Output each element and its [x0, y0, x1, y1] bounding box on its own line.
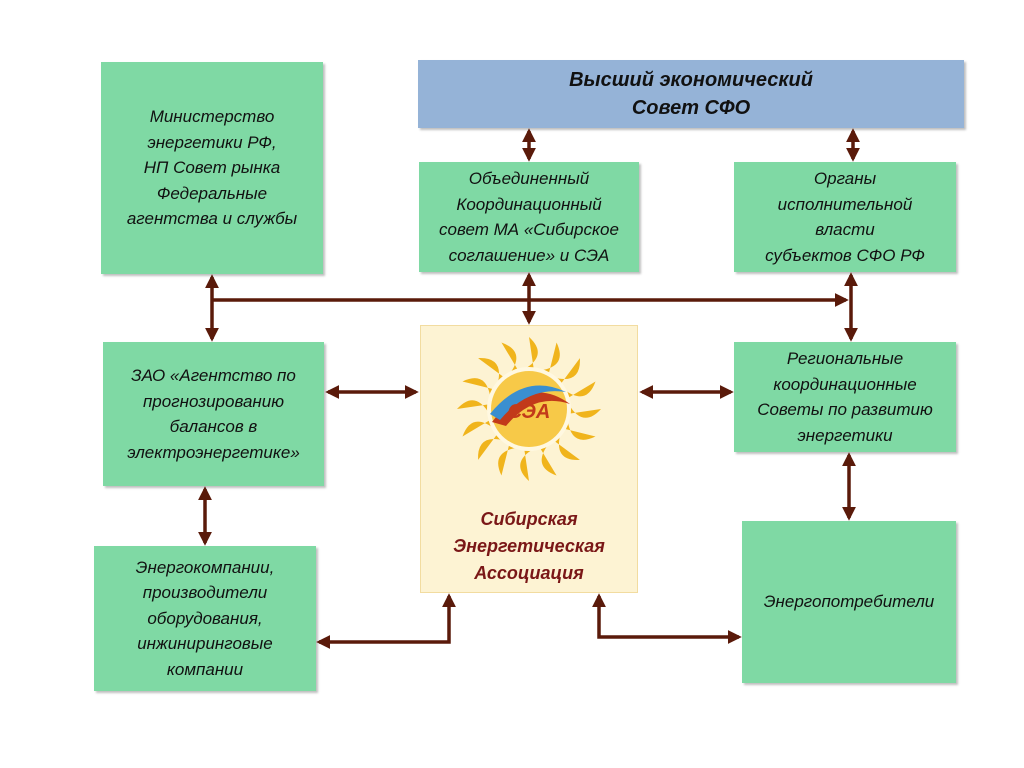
- sun-ray: [498, 443, 519, 476]
- ministry-label: Министерство энергетики РФ, НП Совет рын…: [126, 107, 298, 229]
- executive-bodies-box: Органы исполнительной власти субъектов С…: [734, 162, 956, 272]
- sun-ray: [553, 433, 580, 460]
- arrow-center-consumers: [592, 593, 742, 644]
- coordination-council-label: Объединенный Координационный совет МА «С…: [439, 169, 619, 265]
- energy-companies-label: Энергокомпании, производители оборудован…: [135, 557, 275, 679]
- sun-ray: [520, 448, 534, 481]
- sun-ray: [478, 358, 505, 385]
- sun-ray: [462, 378, 495, 399]
- sun-ray: [478, 433, 505, 460]
- association-name: Сибирская Энергетическая Ассоциация: [453, 509, 605, 583]
- supreme-economic-council-label: Высший экономический Совет СФО: [569, 69, 813, 119]
- arrow-companies-center: [316, 593, 456, 649]
- energy-companies-box: Энергокомпании, производители оборудован…: [94, 546, 316, 691]
- sun-logo-icon: СЭА: [457, 337, 601, 481]
- regional-councils-label: Региональные координационные Советы по р…: [757, 349, 933, 445]
- sun-ray: [524, 337, 538, 370]
- siberian-energy-association-box: СЭА Сибирская Энергетическая Ассоциация: [420, 325, 638, 593]
- executive-bodies-label: Органы исполнительной власти субъектов С…: [765, 169, 925, 265]
- regional-councils-box: Региональные координационные Советы по р…: [734, 342, 956, 452]
- coordination-council-box: Объединенный Координационный совет МА «С…: [419, 162, 639, 272]
- sea-logo-text: СЭА: [508, 401, 551, 423]
- supreme-economic-council-box: Высший экономический Совет СФО: [418, 60, 964, 128]
- sun-ray: [539, 342, 560, 375]
- energy-consumers-box: Энергопотребители: [742, 521, 956, 683]
- sun-ray: [568, 404, 601, 418]
- sun-ray: [553, 358, 580, 385]
- sun-ray: [457, 400, 490, 414]
- forecasting-agency-label: ЗАО «Агентство по прогнозированию баланс…: [127, 366, 300, 462]
- ministry-box: Министерство энергетики РФ, НП Совет рын…: [101, 62, 323, 274]
- sun-ray: [563, 419, 596, 440]
- energy-consumers-label: Энергопотребители: [763, 592, 935, 612]
- forecasting-agency-box: ЗАО «Агентство по прогнозированию баланс…: [103, 342, 324, 486]
